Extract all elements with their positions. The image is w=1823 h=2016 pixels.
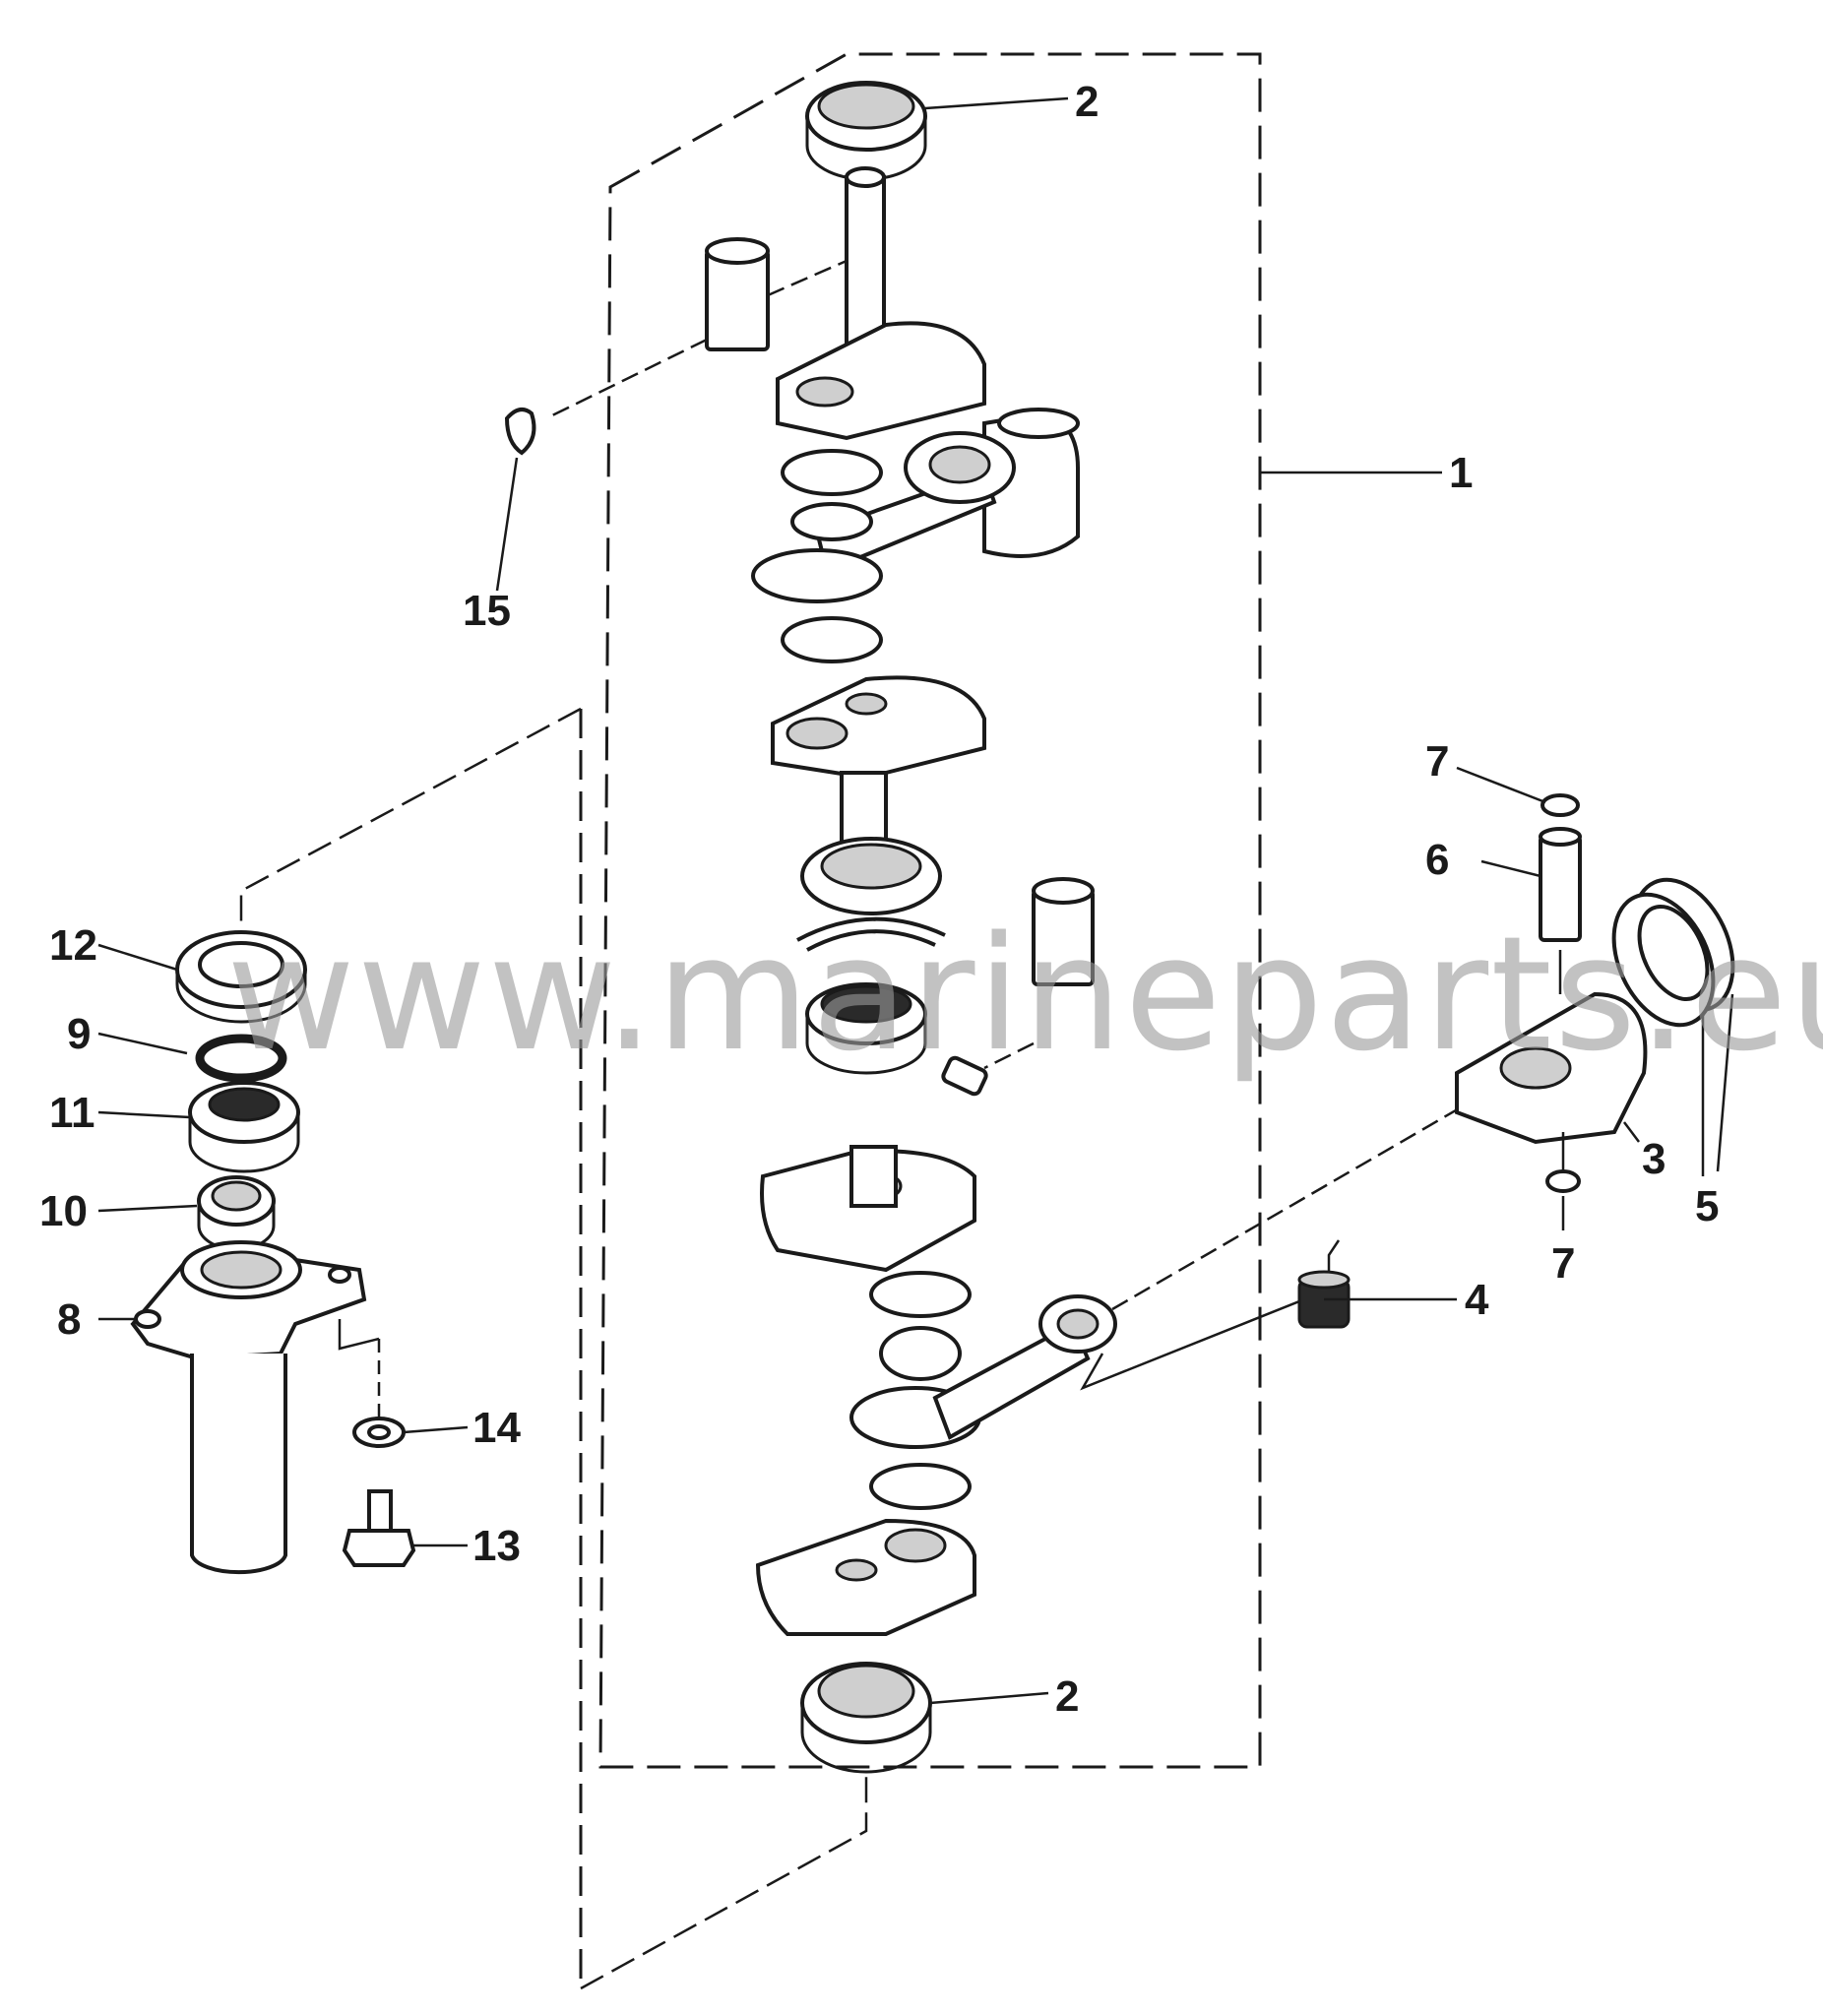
bottom-main-bearing: [800, 1662, 932, 1774]
bottom-crank-web: [755, 1518, 976, 1636]
center-dowel-pin: [983, 877, 1095, 1070]
needle-bearing: [1297, 1270, 1351, 1329]
screw-13: [342, 1489, 416, 1567]
bearing-10: [197, 1175, 276, 1251]
retainer-clip-bottom: [1545, 1132, 1581, 1193]
lower-connecting-rod: [932, 1091, 1487, 1440]
end-cap-8: [130, 1240, 367, 1575]
top-main-bearing: [805, 81, 927, 181]
callout-4: 4: [1465, 1276, 1489, 1324]
lower-crank-web: [760, 1145, 976, 1273]
upper-connecting-rod: [814, 431, 1016, 574]
callout-9: 9: [67, 1010, 91, 1058]
wrist-pin: [1539, 827, 1582, 994]
center-seal: [805, 982, 927, 1075]
callout-7-bottom: 7: [1551, 1239, 1575, 1288]
callout-11: 11: [49, 1089, 95, 1137]
leader-lines: [97, 96, 1734, 1705]
lower-piston: [1455, 991, 1648, 1145]
woodruff-key: [495, 408, 536, 592]
callout-2-bottom: 2: [1055, 1672, 1079, 1721]
o-ring-9: [195, 1034, 287, 1083]
callout-12: 12: [49, 921, 97, 970]
callout-6: 6: [1425, 836, 1449, 884]
callout-1: 1: [1449, 449, 1473, 497]
oil-seal-12: [175, 930, 307, 1024]
callout-10: 10: [39, 1187, 88, 1235]
upper-crank-web: [776, 321, 986, 441]
callout-14: 14: [472, 1404, 521, 1452]
callout-13: 13: [472, 1522, 521, 1570]
callout-5: 5: [1695, 1182, 1719, 1230]
upper-dowel-pin: [545, 237, 848, 420]
middle-crank-web: [771, 675, 986, 781]
oil-seal-11: [188, 1081, 300, 1173]
retainer-clip-top: [1540, 793, 1580, 817]
piston-rings: [1611, 877, 1735, 1028]
callout-8: 8: [57, 1295, 81, 1344]
center-main-bearing: [800, 771, 942, 915]
watermark: www.marineparts.eu: [226, 902, 1823, 1086]
callout-3: 3: [1642, 1135, 1666, 1183]
callout-7-top: 7: [1425, 737, 1449, 786]
washer-14: [338, 1319, 406, 1448]
callout-2-top: 2: [1075, 78, 1099, 126]
callout-15: 15: [463, 587, 511, 635]
center-retaining-ring: [796, 916, 946, 952]
small-roller: [941, 1055, 988, 1097]
upper-rod-bearings: [751, 449, 883, 663]
